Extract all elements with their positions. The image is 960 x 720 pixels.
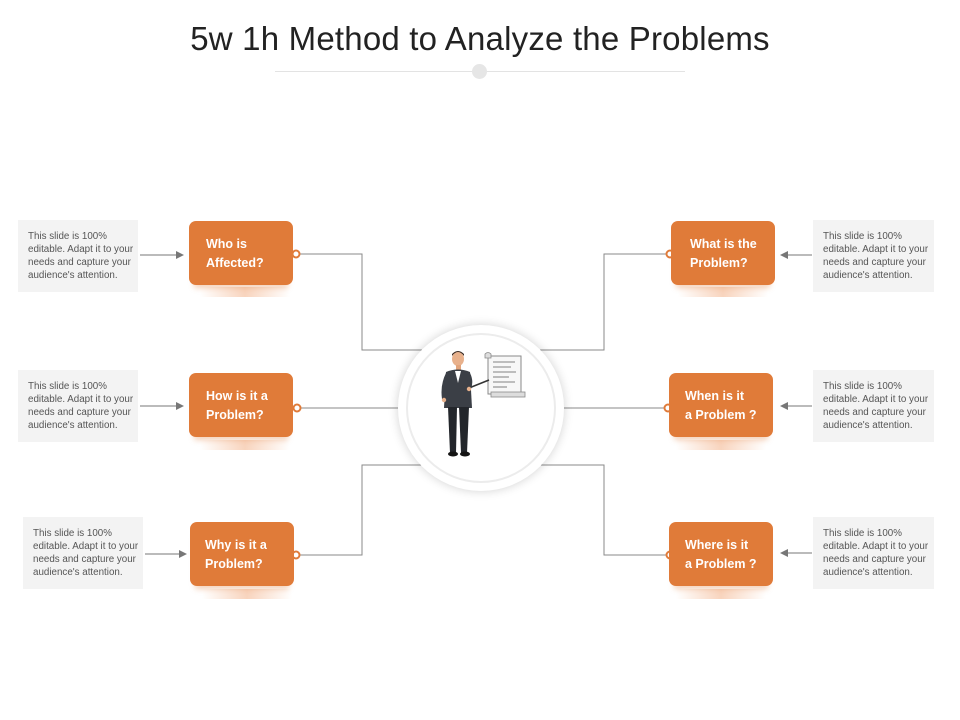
wire-what	[538, 253, 669, 351]
tab-when-line1: When is it	[685, 389, 745, 403]
tab-how-line2: Problem?	[206, 408, 264, 422]
note-who: This slide is 100% editable. Adapt it to…	[18, 220, 138, 292]
wire-where	[538, 464, 669, 556]
note-what: This slide is 100% editable. Adapt it to…	[813, 220, 934, 292]
tab-shadow-where	[676, 589, 766, 599]
tab-when-line2: a Problem ?	[685, 408, 757, 422]
title-divider-dot	[472, 64, 487, 79]
tab-shadow-what	[678, 287, 768, 297]
note-when: This slide is 100% editable. Adapt it to…	[813, 370, 934, 442]
tab-why-problem: Why is it a Problem?	[190, 522, 294, 586]
tab-who-line2: Affected?	[206, 256, 264, 270]
tab-how-line1: How is it a	[206, 389, 268, 403]
presenter-icon	[441, 351, 526, 457]
wire-why	[297, 464, 428, 556]
dot-who	[291, 249, 301, 259]
tab-why-line2: Problem?	[205, 557, 263, 571]
tab-what-line1: What is the	[690, 237, 757, 251]
tab-what-line2: Problem?	[690, 256, 748, 270]
tab-why-line1: Why is it a	[205, 538, 267, 552]
note-where: This slide is 100% editable. Adapt it to…	[813, 517, 934, 589]
document-icon	[484, 352, 526, 398]
slide-title: 5w 1h Method to Analyze the Problems	[190, 20, 770, 57]
wire-who	[297, 253, 428, 351]
tab-shadow-why	[202, 589, 292, 599]
tab-where-problem: Where is it a Problem ?	[669, 522, 773, 586]
tab-where-line1: Where is it	[685, 538, 749, 552]
dot-how	[292, 403, 302, 413]
note-how: This slide is 100% editable. Adapt it to…	[18, 370, 138, 442]
tab-who-affected: Who is Affected?	[189, 221, 293, 285]
tab-shadow-when	[676, 440, 766, 450]
tab-when-problem: When is it a Problem ?	[669, 373, 773, 437]
note-why: This slide is 100% editable. Adapt it to…	[23, 517, 143, 589]
tab-what-problem: What is the Problem?	[671, 221, 775, 285]
tab-shadow-who	[200, 287, 290, 297]
tab-who-line1: Who is	[206, 237, 247, 251]
center-circle-inner	[406, 333, 556, 483]
tab-shadow-how	[200, 440, 290, 450]
tab-where-line2: a Problem ?	[685, 557, 757, 571]
tab-how-problem: How is it a Problem?	[189, 373, 293, 437]
